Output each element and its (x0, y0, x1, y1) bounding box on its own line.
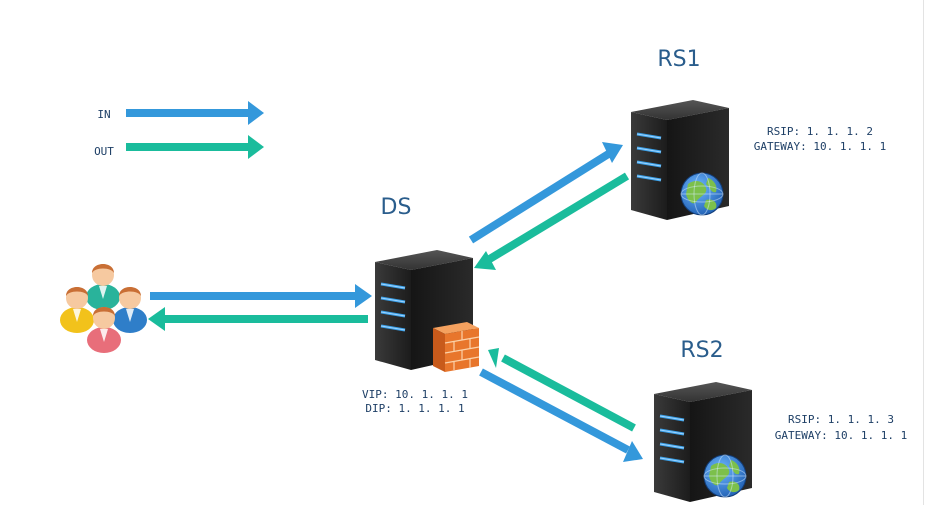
legend-out-arrow (126, 135, 264, 159)
rs1-gateway-text: GATEWAY: 10. 1. 1. 1 (754, 140, 886, 153)
legend: IN OUT (94, 101, 264, 159)
rs1-globe-icon (680, 172, 724, 216)
legend-out-label: OUT (94, 145, 114, 158)
users-group-icon (60, 264, 147, 353)
rs1-rsip-text: RSIP: 1. 1. 1. 2 (767, 125, 873, 138)
rs2-title: RS2 (680, 338, 723, 363)
legend-in-label: IN (97, 108, 110, 121)
rs2-to-ds-out-arrow (488, 348, 636, 432)
ds-title: DS (381, 195, 412, 220)
rs1-title: RS1 (657, 47, 700, 72)
ds-to-rs1-in-arrow (468, 142, 623, 244)
legend-in-arrow (126, 101, 264, 125)
ds-dip-text: DIP: 1. 1. 1. 1 (365, 402, 464, 415)
client-to-ds-in-arrow (150, 284, 372, 308)
ds-vip-text: VIP: 10. 1. 1. 1 (362, 388, 468, 401)
right-border-line (923, 0, 924, 505)
rs2-gateway-text: GATEWAY: 10. 1. 1. 1 (775, 429, 907, 442)
firewall-icon (433, 322, 480, 372)
ds-to-rs2-in-arrow (479, 368, 643, 462)
rs2-rsip-text: RSIP: 1. 1. 1. 3 (788, 413, 894, 426)
rs2-globe-icon (703, 454, 747, 498)
ds-to-client-out-arrow (148, 307, 368, 331)
rs1-to-ds-out-arrow (474, 172, 630, 270)
